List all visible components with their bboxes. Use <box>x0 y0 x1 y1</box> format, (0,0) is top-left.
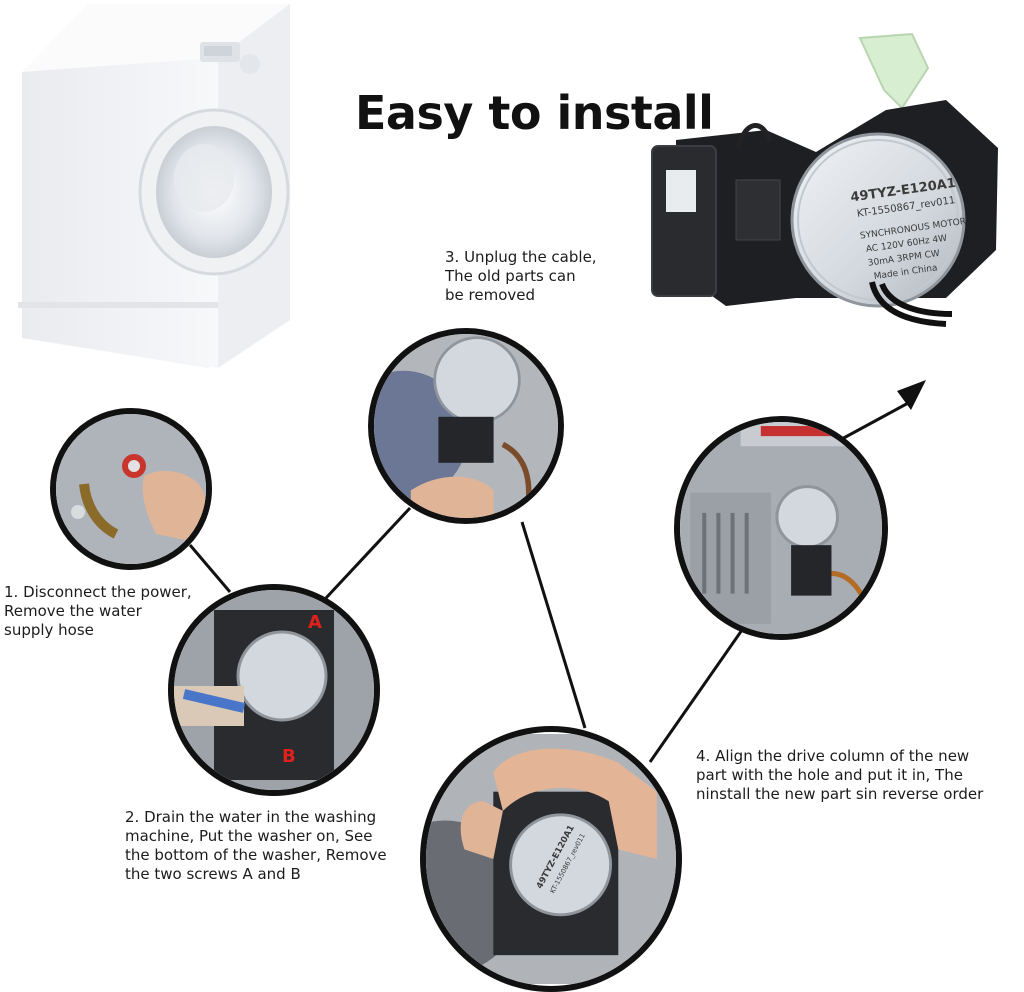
unplug-photo-image <box>374 334 558 518</box>
hose-photo-image <box>56 414 206 564</box>
arrow-head-icon <box>897 380 926 410</box>
connector-3-5 <box>520 521 587 729</box>
step-4-text: 4. Align the drive column of the new par… <box>696 747 984 803</box>
connector-4-motor <box>839 400 911 442</box>
step-1-photo <box>50 408 212 570</box>
drive-nozzle <box>858 32 930 110</box>
step-2-text: 2. Drain the water in the washing machin… <box>125 808 387 883</box>
connector-2-3 <box>324 506 412 600</box>
step-2-photo: A B <box>168 584 380 796</box>
screw-b-label: B <box>282 746 296 767</box>
step-3-text: 3. Unplug the cable, The old parts can b… <box>445 248 597 304</box>
align-photo-image <box>680 422 882 634</box>
connector-5-4 <box>648 629 744 763</box>
install-photo-image: 49TYZ-E120A1 KT-1550867_rev011 <box>426 734 676 984</box>
motor-product-image: 49TYZ-E120A1 KT-1550867_rev011 SYNCHRONO… <box>651 32 998 327</box>
step-1-text: 1. Disconnect the power, Remove the wate… <box>4 583 192 639</box>
step-5-photo: 49TYZ-E120A1 KT-1550867_rev011 <box>420 726 682 992</box>
screws-photo-image: A B <box>174 590 374 790</box>
screw-a-label: A <box>308 612 322 633</box>
washing-machine-image <box>18 4 290 368</box>
step-3-photo <box>368 328 564 524</box>
page-title: Easy to install <box>355 86 714 140</box>
step-4-photo <box>674 416 888 640</box>
motor-housing <box>790 132 966 308</box>
connector-1-2 <box>188 544 232 593</box>
